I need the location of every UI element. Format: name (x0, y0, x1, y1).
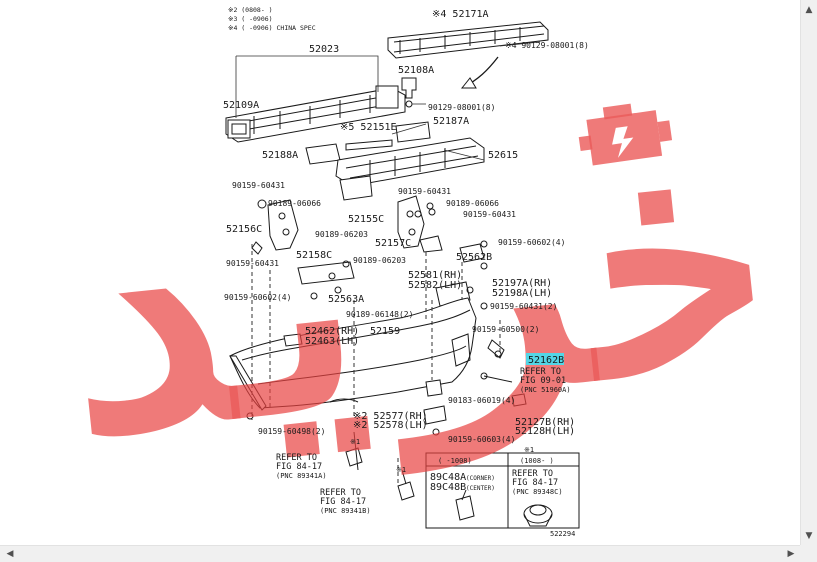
note-4: ※4 ( -0906) CHINA SPEC (228, 24, 316, 32)
part-52197A: 52197A(RH) (492, 278, 552, 289)
part-52155C: 52155C (348, 214, 384, 225)
part-90189-06148: 90189-06148(2) (346, 310, 413, 319)
part-52151E: ※5 52151E (340, 122, 397, 133)
part-90159-60603: 90159-60603(4) (448, 435, 515, 444)
part-90159-60431-a: 90159-60431 (232, 181, 285, 190)
box-range-right: (1008- ) (520, 457, 554, 465)
refer-8417a-line1: REFER TO (276, 453, 317, 463)
part-52109A: 52109A (223, 100, 259, 111)
part-52577: ※2 52577(RH) (353, 411, 428, 422)
part-labels: ※2 (0808- ) ※3 ( -0906) ※4 ( -0906) CHIN… (223, 6, 589, 538)
label-corner: (CORNER) (466, 475, 495, 482)
parts-diagram: خرید ※2 (0808- ) ※3 ( -0906) ※4 ( -0906)… (29, 6, 784, 538)
part-52578: ※2 52578(LH) (353, 420, 428, 431)
part-90159-60431-e: 90159-60431(2) (490, 302, 557, 311)
part-90189-06203-b: 90189-06203 (353, 256, 406, 265)
part-52563A: 52563A (328, 294, 364, 305)
part-52582: 52582(LH) (408, 280, 462, 291)
part-90129-a: ※4 90129-08001(8) (505, 41, 589, 50)
box-range-left: ( -1008) (438, 457, 472, 465)
star-note-a: ※1 (350, 438, 360, 446)
part-90159-60431-b: 90159-60431 (398, 187, 451, 196)
scroll-left-button[interactable]: ◀ (6, 549, 14, 559)
part-52159: 52159 (370, 326, 400, 337)
refer-8417c-line1: REFER TO (512, 469, 553, 479)
part-52188A: 52188A (262, 150, 298, 161)
refer-fig-0901-line1: REFER TO (520, 367, 561, 377)
note-3: ※3 ( -0906) (228, 15, 273, 23)
star-note-b: ※1 (396, 466, 406, 474)
part-90189-06066-b: 90189-06066 (446, 199, 499, 208)
part-90129-b: 90129-08001(8) (428, 103, 495, 112)
part-52162B: 52162B (528, 355, 564, 366)
engine-icon (578, 103, 673, 166)
part-52156C: 52156C (226, 224, 262, 235)
part-52157C: 52157C (375, 238, 411, 249)
part-90183: 90183-06019(4) (448, 396, 515, 405)
refer-fig-0901-line2: FIG 09-01 (520, 376, 566, 386)
part-90189-06203-a: 90189-06203 (315, 230, 368, 239)
refer-8417b-line2: FIG 84-17 (320, 497, 366, 507)
part-52128H: 52128H(LH) (515, 426, 575, 437)
part-52615: 52615 (488, 150, 518, 161)
part-89C48A: 89C48A (430, 472, 466, 483)
refer-8417c-line2: FIG 84-17 (512, 478, 558, 488)
part-52463: 52463(LH) (305, 336, 359, 347)
note-2: ※2 (0808- ) (228, 6, 273, 14)
part-90159-60602-a: 90159-60602(4) (498, 238, 565, 247)
part-90159-60602-b: 90159-60602(4) (224, 293, 291, 302)
pnc-89341B: (PNC 89341B) (320, 507, 371, 515)
part-90159-60431-c: 90159-60431 (463, 210, 516, 219)
label-center: (CENTER) (466, 485, 495, 492)
highlight-52162B (526, 353, 564, 365)
watermark: خرید (29, 85, 784, 512)
part-89C48B: 89C48B (430, 482, 466, 493)
part-52158C: 52158C (296, 250, 332, 261)
part-52023: 52023 (309, 44, 339, 55)
part-52127B: 52127B(RH) (515, 417, 575, 428)
vertical-scrollbar[interactable]: ▲ ▼ (800, 0, 817, 562)
refer-8417b-line1: REFER TO (320, 488, 361, 498)
scrollbar-corner (800, 545, 817, 562)
part-52198A: 52198A(LH) (492, 288, 552, 299)
horizontal-scrollbar[interactable]: ◀ ▶ (0, 545, 817, 562)
diagram-id: 522294 (550, 530, 575, 538)
part-52187A: 52187A (433, 116, 469, 127)
pnc-89341A: (PNC 89341A) (276, 472, 327, 480)
part-90189-06066-a: 90189-06066 (268, 199, 321, 208)
watermark-text: خرید (29, 85, 784, 512)
part-90159-60431-d: 90159-60431 (226, 259, 279, 268)
variant-box (425, 452, 580, 529)
star-note-c: ※1 (524, 446, 534, 454)
part-52581: 52581(RH) (408, 270, 462, 281)
scroll-down-button[interactable]: ▼ (805, 531, 813, 541)
refer-8417a-line2: FIG 84-17 (276, 462, 322, 472)
part-52108A: 52108A (398, 65, 434, 76)
scroll-right-button[interactable]: ▶ (787, 549, 795, 559)
pnc-89348C: (PNC 89348C) (512, 488, 563, 496)
part-52562B: 52562B (456, 252, 492, 263)
line-art (225, 21, 549, 501)
part-52462: 52462(RH) (305, 326, 359, 337)
part-90159-60500: 90159-60500(2) (472, 325, 539, 334)
part-90159-60498: 90159-60498(2) (258, 427, 325, 436)
scroll-up-button[interactable]: ▲ (805, 5, 813, 15)
part-52171A: ※4 52171A (432, 9, 489, 20)
pnc-51960A: (PNC 51960A) (520, 386, 571, 394)
